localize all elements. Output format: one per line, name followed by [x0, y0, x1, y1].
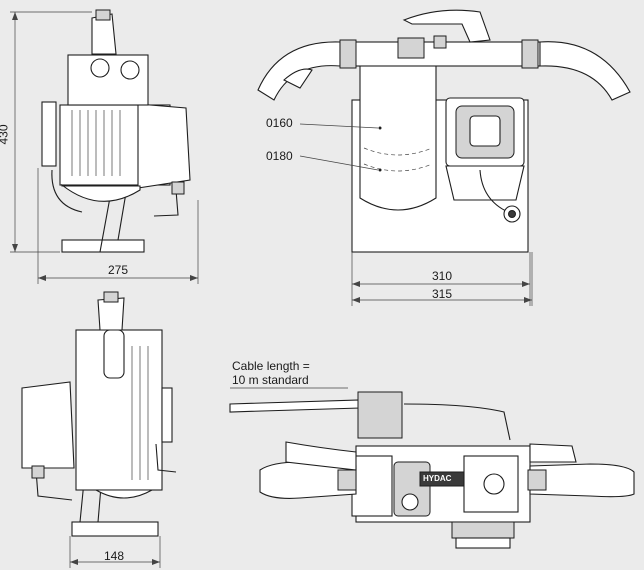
dim-315-label: 315	[432, 287, 453, 301]
height-dimension	[10, 11, 92, 253]
callout-0180: 0180	[266, 149, 293, 163]
leader-0160	[299, 123, 379, 129]
dim-275-label: 275	[108, 263, 129, 277]
width-315-dimension	[352, 252, 533, 306]
width-275-dimension	[37, 168, 199, 284]
side-view	[41, 9, 191, 253]
cable-note-line2: 10 m standard	[232, 373, 309, 387]
brand-mark: HYDAC	[423, 474, 452, 483]
width-310-dimension	[351, 252, 531, 306]
callout-0160: 0160	[266, 116, 293, 130]
top-view	[229, 391, 635, 549]
leader-0180	[299, 155, 379, 171]
back-view	[21, 291, 177, 537]
dim-height-label: 430	[0, 124, 11, 145]
dim-310-label: 310	[432, 269, 453, 283]
dim-148-label: 148	[104, 549, 125, 563]
cable-note-line1: Cable length =	[232, 359, 310, 373]
width-148-dimension	[69, 536, 161, 568]
front-view	[257, 9, 631, 253]
